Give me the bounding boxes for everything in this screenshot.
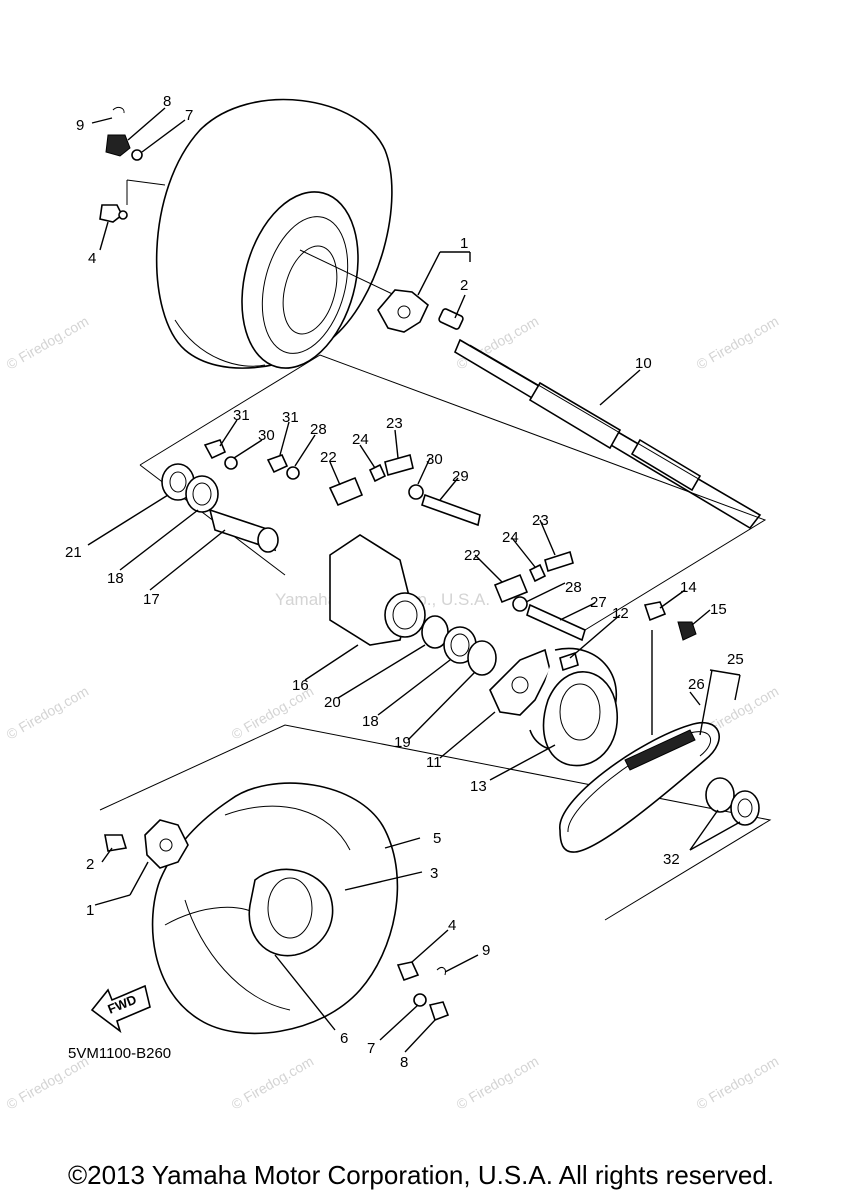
callout-11: 11 — [426, 754, 442, 771]
callouts: 9 8 7 4 1 2 10 31 30 31 28 24 23 22 30 2… — [65, 93, 744, 1071]
callout-20: 20 — [324, 694, 341, 711]
upper-nut-washer — [99, 106, 166, 223]
upper-hub — [377, 289, 464, 333]
callout-8: 8 — [163, 93, 171, 110]
callout-3: 3 — [430, 865, 438, 882]
drive-chain — [559, 722, 720, 853]
callout-24: 24 — [352, 431, 369, 448]
lower-nut-washer — [396, 961, 450, 1022]
axle — [453, 338, 762, 530]
diagram-code: 5VM1100-B260 — [68, 1045, 172, 1062]
watermark-firedog: © Firedog.com — [4, 683, 92, 743]
copyright-notice: ©2013 Yamaha Motor Corporation, U.S.A. A… — [67, 1160, 775, 1190]
callout-18: 18 — [362, 713, 379, 730]
callout-28: 28 — [565, 579, 582, 596]
callout-24: 24 — [502, 529, 519, 546]
callout-2: 2 — [86, 856, 94, 873]
callout-1: 1 — [460, 235, 468, 252]
callout-32: 32 — [663, 851, 680, 868]
watermark-firedog: © Firedog.com — [229, 1053, 317, 1113]
sprocket — [542, 671, 618, 767]
callout-12: 12 — [612, 605, 629, 622]
leader-lines — [87, 107, 741, 1053]
callout-26: 26 — [688, 676, 705, 693]
callout-5: 5 — [433, 830, 441, 847]
callout-17: 17 — [143, 591, 160, 608]
callout-9: 9 — [76, 117, 84, 134]
callout-22: 22 — [464, 547, 481, 564]
callout-7: 7 — [185, 107, 193, 124]
callout-30: 30 — [258, 427, 275, 444]
callout-9: 9 — [482, 942, 490, 959]
callout-1: 1 — [86, 902, 94, 919]
callout-18: 18 — [107, 570, 124, 587]
callout-7: 7 — [367, 1040, 375, 1057]
watermark-firedog: © Firedog.com — [694, 313, 782, 373]
callout-10: 10 — [635, 355, 652, 372]
bearing-housing-assembly — [161, 463, 497, 676]
callout-4: 4 — [448, 917, 456, 934]
callout-8: 8 — [400, 1054, 408, 1071]
lower-wheel — [151, 782, 399, 1035]
callout-4: 4 — [88, 250, 96, 267]
callout-28: 28 — [310, 421, 327, 438]
callout-14: 14 — [680, 579, 697, 596]
callout-25: 25 — [727, 651, 744, 668]
callout-2: 2 — [460, 277, 468, 294]
callout-29: 29 — [452, 468, 469, 485]
callout-13: 13 — [470, 778, 487, 795]
watermark-firedog: © Firedog.com — [694, 1053, 782, 1113]
fwd-arrow: FWD — [90, 984, 151, 1034]
watermark-firedog: © Firedog.com — [4, 313, 92, 373]
callout-19: 19 — [394, 734, 411, 751]
watermark-firedog: © Firedog.com — [454, 1053, 542, 1113]
bearings-32 — [705, 777, 760, 826]
callout-27: 27 — [590, 594, 607, 611]
callout-15: 15 — [710, 601, 727, 618]
callout-23: 23 — [386, 415, 403, 432]
callout-31: 31 — [282, 409, 299, 426]
callout-22: 22 — [320, 449, 337, 466]
middle-hardware — [203, 439, 697, 672]
callout-6: 6 — [340, 1030, 348, 1047]
callout-31: 31 — [233, 407, 250, 424]
callout-30: 30 — [426, 451, 443, 468]
callout-23: 23 — [532, 512, 549, 529]
lower-hub — [104, 819, 189, 869]
upper-tire — [155, 98, 406, 369]
callout-21: 21 — [65, 544, 82, 561]
callout-16: 16 — [292, 677, 309, 694]
